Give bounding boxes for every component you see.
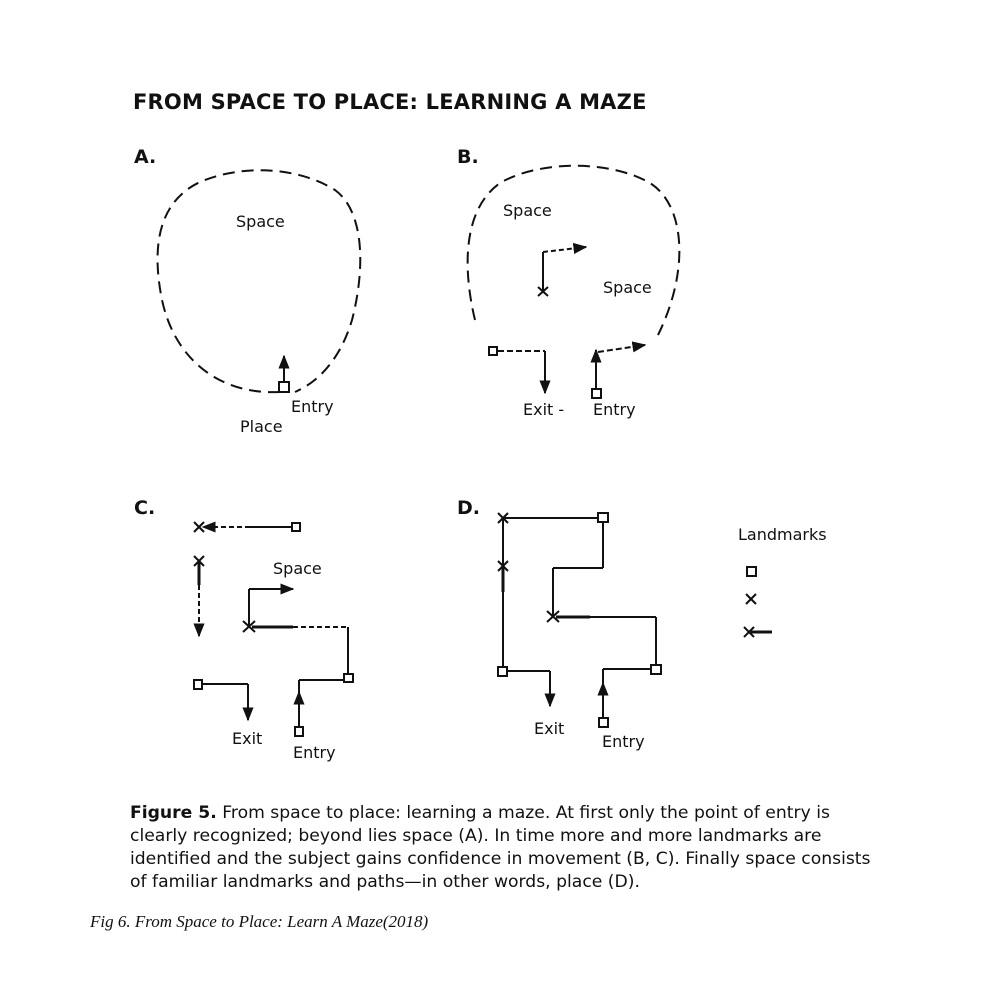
caption-text: From space to place: learning a maze. At… bbox=[130, 803, 871, 892]
legend-square-icon bbox=[746, 566, 757, 577]
panel-a-space-label: Space bbox=[236, 212, 285, 231]
panel-d-exit-label: Exit bbox=[534, 719, 565, 738]
panel-c-x-landmark-top bbox=[193, 521, 205, 533]
panel-d-right-landmark bbox=[650, 664, 662, 675]
panel-d-entry-landmark bbox=[598, 717, 609, 728]
panel-c-entry-landmark bbox=[294, 726, 304, 737]
legend-x-arrow-icon bbox=[743, 626, 772, 638]
legend-x-icon bbox=[745, 593, 757, 605]
source-line: Fig 6. From Space to Place: Learn A Maze… bbox=[90, 912, 429, 931]
panel-c-space-label: Space bbox=[273, 559, 322, 578]
panel-c-letter: C. bbox=[134, 497, 156, 519]
panel-b-space-boundary bbox=[466, 164, 681, 336]
panel-b-exit-label: Exit - bbox=[523, 400, 565, 419]
panel-a-place-label: Place bbox=[240, 417, 283, 436]
panel-c-entry-label: Entry bbox=[293, 743, 336, 762]
panel-d-top-landmark bbox=[597, 512, 609, 523]
panel-d-letter: D. bbox=[457, 497, 480, 519]
panel-b-space-label-1: Space bbox=[503, 201, 552, 220]
panel-c-exit-label: Exit bbox=[232, 729, 263, 748]
panel-d-diagram bbox=[497, 512, 662, 728]
panel-b-entry-label: Entry bbox=[593, 400, 636, 419]
panel-b-entry-landmark bbox=[591, 388, 602, 399]
landmarks-legend bbox=[743, 566, 772, 638]
figure-caption: Figure 5. From space to place: learning … bbox=[130, 802, 890, 894]
panel-c-exit-landmark bbox=[193, 679, 203, 690]
panel-a-entry-landmark bbox=[278, 381, 290, 393]
legend-title: Landmarks bbox=[738, 525, 827, 544]
panel-c-diagram bbox=[193, 521, 354, 737]
panel-a-diagram bbox=[156, 169, 362, 394]
panel-b-space-label-2: Space bbox=[603, 278, 652, 297]
panel-b-letter: B. bbox=[457, 146, 479, 168]
panel-c-right-landmark bbox=[343, 673, 354, 683]
panel-d-left-landmark bbox=[497, 666, 508, 677]
panel-b-exit-landmark bbox=[488, 346, 498, 356]
panel-a-letter: A. bbox=[134, 146, 157, 168]
panel-a-space-boundary bbox=[156, 169, 362, 394]
caption-figure-label: Figure 5. bbox=[130, 803, 217, 823]
panel-c-x-landmark-center bbox=[242, 620, 256, 633]
panel-d-x-landmark-center bbox=[546, 610, 560, 623]
panel-d-entry-label: Entry bbox=[602, 732, 645, 751]
panel-a-entry-label: Entry bbox=[291, 397, 334, 416]
figure-title: FROM SPACE TO PLACE: LEARNING A MAZE bbox=[133, 90, 647, 114]
panel-c-top-landmark bbox=[291, 522, 301, 532]
panel-b-diagram bbox=[466, 164, 681, 399]
panel-b-x-landmark bbox=[537, 286, 549, 297]
